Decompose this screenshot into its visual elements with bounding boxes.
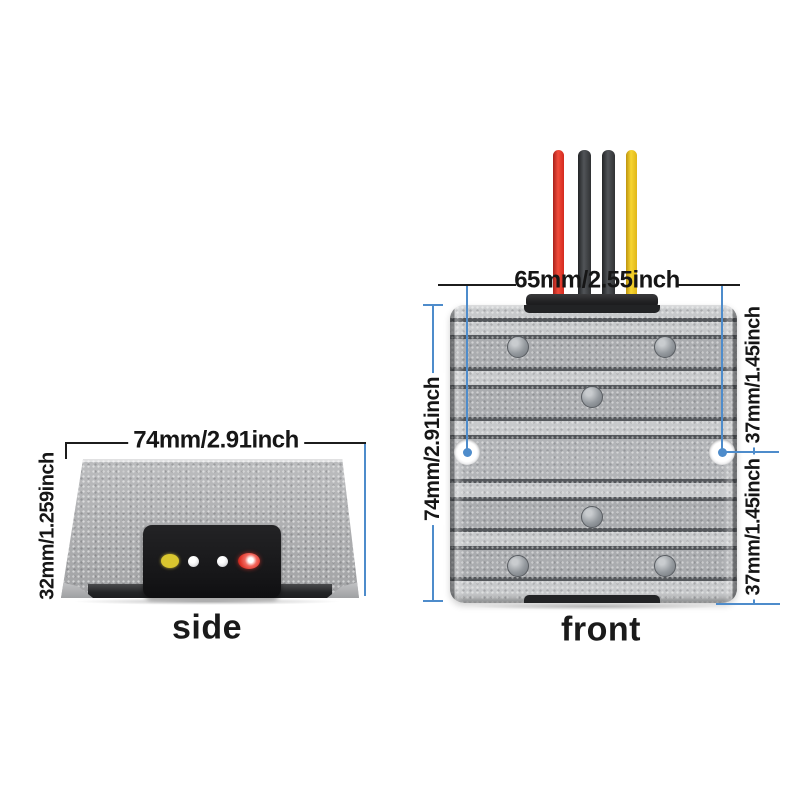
red-wire [553, 150, 564, 303]
hole-spacing-line-left [438, 284, 516, 286]
cable-gland-connector [526, 294, 658, 308]
screw [654, 336, 676, 358]
screw [581, 506, 603, 528]
screw [507, 336, 529, 358]
black-wire [602, 150, 615, 303]
front-height-tick-top [423, 304, 443, 306]
indicator-panel [143, 525, 281, 598]
white-led-icon [188, 556, 199, 567]
front-height-dimension-label: 74mm/2.91inch [421, 372, 445, 526]
upper-right-dimension-label: 37mm/1.45inch [742, 302, 766, 448]
hole-spacing-extension-right [721, 286, 723, 452]
front-height-tick-bottom [423, 600, 443, 602]
screw [507, 555, 529, 577]
yellow-wire [626, 150, 637, 303]
side-width-dimension-tick-left [65, 442, 67, 459]
side-housing-top-edge [81, 459, 345, 462]
side-width-extension-line-right [364, 444, 366, 596]
screw [654, 555, 676, 577]
side-width-dimension-label: 74mm/2.91inch [128, 426, 304, 455]
right-dimension-tick-middle [722, 451, 779, 453]
red-led-icon [238, 553, 260, 569]
right-dimension-tick-bottom [716, 603, 780, 605]
white-led-icon [217, 556, 228, 567]
bottom-notch [524, 595, 660, 603]
side-view-label: side [171, 608, 243, 647]
hole-spacing-extension-left [466, 286, 468, 452]
side-height-dimension-label: 32mm/1.259inch [36, 448, 60, 604]
side-housing-shadow [72, 598, 342, 605]
front-view-label: front [561, 610, 641, 649]
heatsink-body [450, 305, 737, 603]
lower-right-dimension-label: 37mm/1.45inch [742, 454, 766, 600]
hole-spacing-line-right [678, 284, 740, 286]
hole-center-marker-left [463, 448, 472, 457]
black-wire [578, 150, 591, 303]
yellow-led-icon [161, 554, 179, 568]
front-housing-shadow [470, 603, 720, 610]
hole-spacing-dimension-label: 65mm/2.55inch [514, 266, 680, 294]
top-cable-notch [524, 305, 660, 313]
screw [581, 386, 603, 408]
